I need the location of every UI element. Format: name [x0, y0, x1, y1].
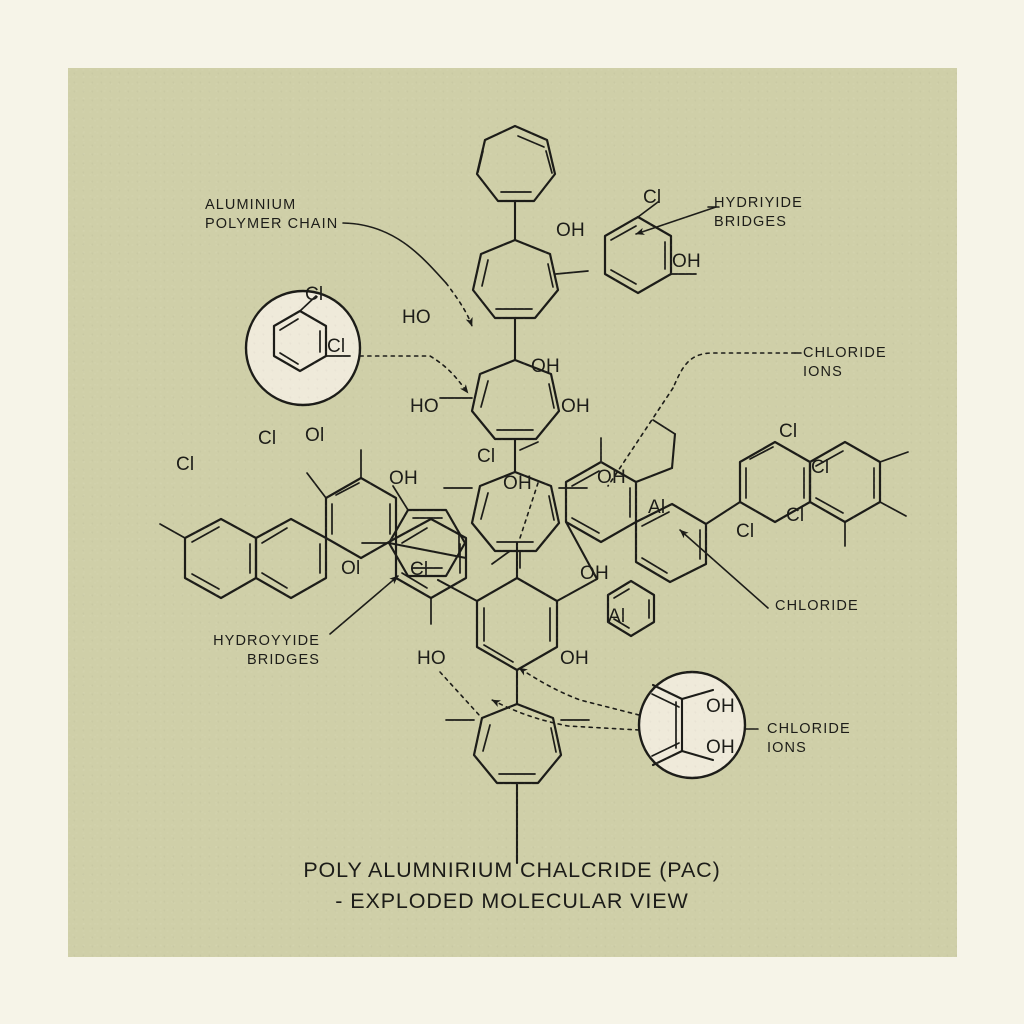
callout-chloride-ions-right: CHLORIDE IONS: [803, 345, 887, 380]
callout-hydriyide-bridges: HYDRIYIDE BRIDGES: [714, 195, 803, 230]
atom-label-oh-top-right-phenol: OH: [672, 251, 701, 272]
atom-label-al-ring-fused: Al: [648, 497, 666, 518]
atom-label-ol-left-poly-bottom: Ol: [341, 558, 361, 579]
atom-label-cl-left-poly-top: Cl: [258, 428, 277, 449]
callout-chloride-right: CHLORIDE: [775, 598, 859, 614]
atom-label-al-hexagon-free: Al: [608, 606, 626, 627]
callout-chloride-ions-bottom: CHLORIDE IONS: [767, 721, 851, 756]
diagram-title: POLY ALUMNIRIUM CHALCRIDE (PAC) - EXPLOD…: [303, 858, 721, 913]
atom-label-cl-inset-top: Cl: [305, 284, 324, 305]
ring-top: [475, 124, 557, 203]
ring-second: [471, 238, 589, 320]
central-polymer-chain: [439, 124, 589, 569]
atom-label-ho-bottom-ring: HO: [417, 648, 446, 669]
top-right-phenol: [603, 201, 697, 295]
callout-hydroyyide-bridges: HYDROYYIDE BRIDGES: [213, 633, 320, 668]
atom-label-oh-inset-upper: OH: [706, 696, 735, 717]
atom-label-oh-left-phenyl: OH: [389, 468, 418, 489]
atom-label-cl-naphthalene-top: Cl: [779, 421, 798, 442]
atom-label-ol-left-poly-top: Ol: [305, 425, 325, 446]
inset-bottom-diol: [637, 670, 747, 780]
ring-fourth: [443, 470, 588, 553]
inset-left-dichlorobenzene: [244, 289, 362, 407]
atom-label-oh-center-right: OH: [580, 563, 609, 584]
lower-ring-with-tail: [445, 702, 590, 865]
callout-aluminium-polymer-chain: ALUMINIUM POLYMER CHAIN: [205, 197, 339, 232]
atom-label-cl-naphthalene-right: Cl: [811, 457, 830, 478]
molecular-artwork: .bond { fill:none; stroke:#1c1c18; strok…: [159, 124, 909, 865]
atom-label-cl-left-phenyl: Cl: [410, 559, 429, 580]
atom-label-oh-mid-center: OH: [531, 356, 560, 377]
central-lower-core: [436, 541, 599, 706]
benzofuran-al-system: [564, 419, 742, 584]
atom-label-oh-top-right-ring: OH: [556, 220, 585, 241]
atom-label-cl-left-poly-far: Cl: [176, 454, 195, 475]
right-chloronaphthalene: [738, 440, 909, 547]
atom-label-oh-mid-lower-stack: OH: [503, 473, 532, 494]
atom-label-ho-mid-lower: HO: [410, 396, 439, 417]
atom-label-oh-mid-lower-right: OH: [561, 396, 590, 417]
diagram-panel: .bond { fill:none; stroke:#1c1c18; strok…: [68, 68, 957, 957]
atom-label-cl-inset-left: Cl: [327, 336, 346, 357]
atom-label-oh-center-furan: OH: [597, 467, 626, 488]
free-al-hexagon: [606, 579, 656, 638]
atom-label-ho-mid-upper: HO: [402, 307, 431, 328]
core-hexagon: [475, 576, 559, 672]
atom-label-cl-mid-lower: Cl: [477, 446, 496, 467]
atom-label-cl-top-right-free: Cl: [643, 187, 662, 208]
atom-label-oh-bottom-ring: OH: [560, 648, 589, 669]
atom-label-cl-naphthalene-low: Cl: [786, 505, 805, 526]
atom-label-oh-inset-lower: OH: [706, 737, 735, 758]
left-fused-polycyclic: [159, 449, 468, 625]
atom-label-cl-naphthalene-bottom: Cl: [736, 521, 755, 542]
leader-lines: [329, 206, 802, 731]
